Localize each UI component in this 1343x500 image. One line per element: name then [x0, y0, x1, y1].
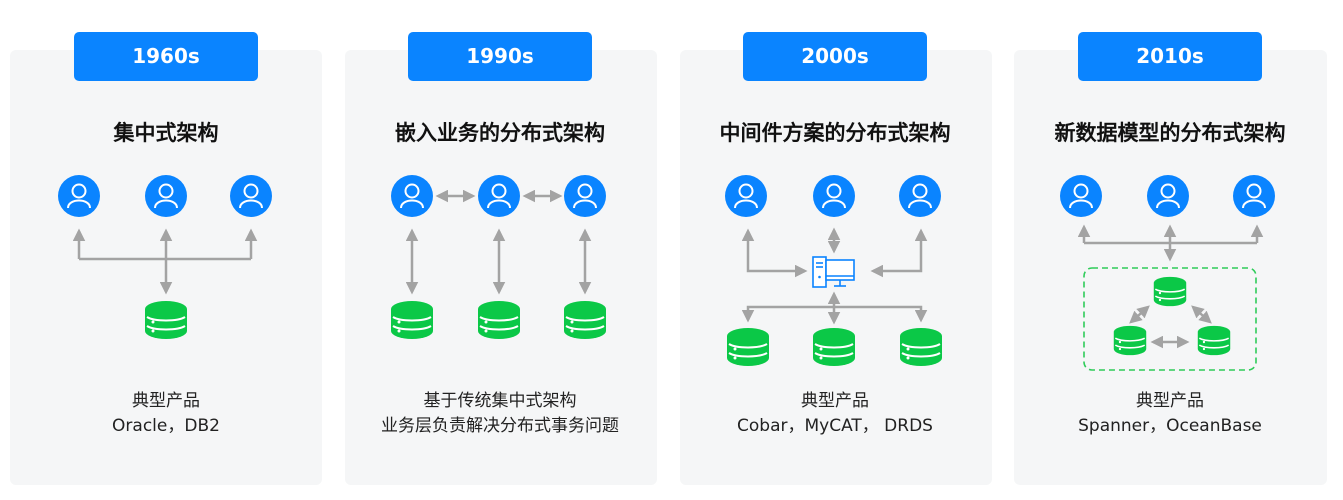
era-label: 1960s	[132, 44, 200, 68]
database-icon	[1197, 325, 1231, 356]
distributed-cluster-box	[1083, 267, 1257, 371]
desc-line-2: Oracle，DB2	[112, 416, 220, 436]
desc-line-1: 典型产品	[132, 391, 200, 411]
user-icon	[229, 174, 273, 218]
desc-line-1: 典型产品	[801, 391, 869, 411]
user-icon	[563, 174, 607, 218]
era-badge	[74, 32, 258, 81]
era-badge	[743, 32, 927, 81]
arrow	[741, 228, 808, 278]
era-label: 1990s	[466, 44, 534, 68]
desc-line-1: 基于传统集中式架构	[424, 391, 577, 411]
database-icon	[899, 327, 943, 367]
database-icon	[812, 327, 856, 367]
panel-1990s: 1990s 嵌入业务的分布式架构 基于传统集中式架构 业务层负责解决分布式事务问…	[345, 32, 657, 485]
database-icon	[477, 300, 521, 340]
user-icon	[144, 174, 188, 218]
database-icon	[726, 327, 770, 367]
user-icon	[898, 174, 942, 218]
panel-title: 嵌入业务的分布式架构	[395, 121, 605, 145]
panel-title: 集中式架构	[113, 121, 219, 145]
arrow	[741, 305, 928, 323]
user-icon	[812, 174, 856, 218]
era-label: 2010s	[1136, 44, 1204, 68]
user-icon	[1146, 174, 1190, 218]
user-icon	[724, 174, 768, 218]
user-icon	[1059, 174, 1103, 218]
database-icon	[1113, 325, 1147, 356]
desc-line-2: Cobar，MyCAT， DRDS	[737, 416, 933, 436]
desc-line-1: 典型产品	[1136, 391, 1204, 411]
panel-title: 中间件方案的分布式架构	[720, 121, 951, 145]
database-icon	[1153, 276, 1187, 307]
arrow	[1191, 305, 1212, 324]
user-icon	[57, 174, 101, 218]
user-icon	[477, 174, 521, 218]
panel-background	[1014, 50, 1327, 485]
user-icon	[1232, 174, 1276, 218]
era-badge	[408, 32, 592, 81]
desc-line-2: 业务层负责解决分布式事务问题	[381, 416, 619, 436]
panel-2000s: 2000s 中间件方案的分布式架构 典型产品 Cobar，MyCAT， DRDS	[680, 32, 992, 485]
database-icon	[144, 300, 188, 340]
arrow	[870, 228, 928, 278]
desc-line-2: Spanner，OceanBase	[1078, 416, 1262, 436]
database-icon	[563, 300, 607, 340]
era-badge	[1078, 32, 1262, 81]
arrow	[1129, 305, 1150, 324]
panel-title: 新数据模型的分布式架构	[1055, 121, 1286, 145]
era-label: 2000s	[801, 44, 869, 68]
panel-2010s: 2010s 新数据模型的分布式架构 典型产品 Spanner，OceanBase	[1014, 32, 1327, 485]
user-icon	[390, 174, 434, 218]
database-icon	[390, 300, 434, 340]
panel-1960s: 1960s 集中式架构 典型产品 Oracle，DB2	[10, 32, 322, 485]
